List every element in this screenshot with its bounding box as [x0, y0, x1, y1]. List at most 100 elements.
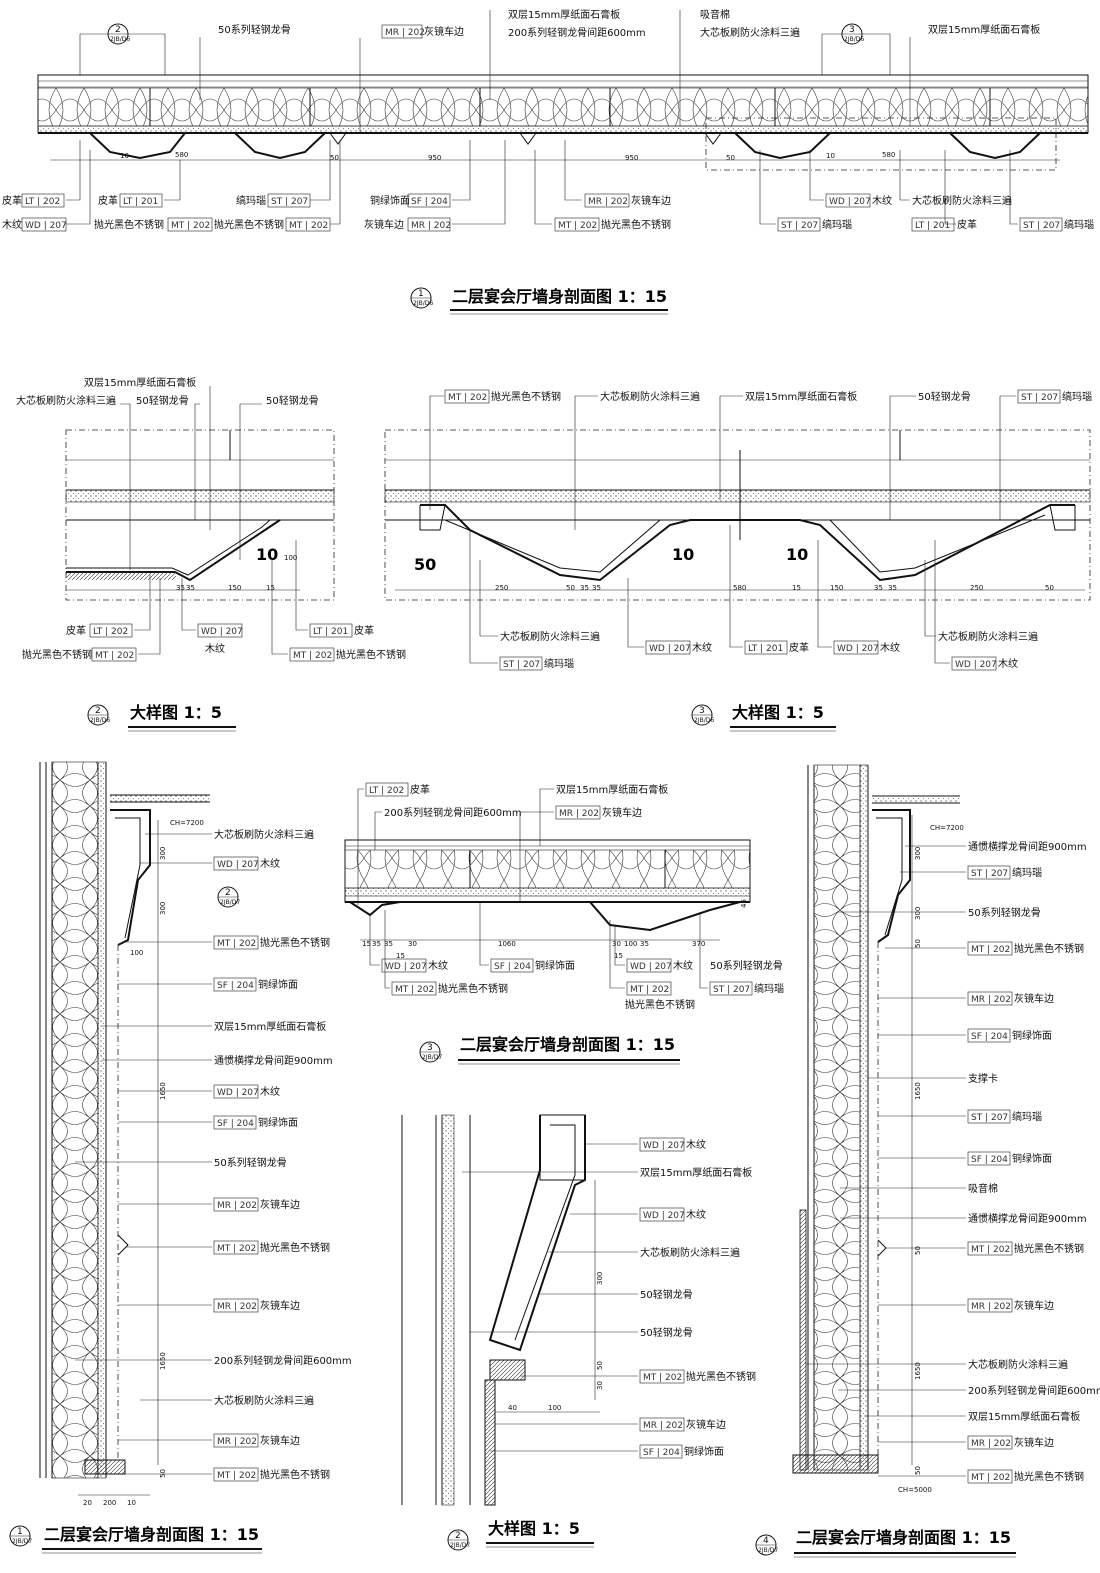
material-tag: WD | 207	[833, 640, 879, 655]
svg-text:35: 35	[640, 940, 649, 948]
svg-text:35: 35	[580, 584, 589, 592]
svg-text:150: 150	[830, 584, 843, 592]
page-title: 二层宴会厅墙身剖面图 1：15	[452, 287, 667, 306]
svg-text:2: 2	[225, 888, 231, 898]
svg-text:50系列轻钢龙骨: 50系列轻钢龙骨	[710, 959, 783, 972]
page-title: 大样图 1：5	[488, 1519, 580, 1538]
svg-text:MT | 202: MT | 202	[558, 221, 597, 231]
svg-text:MR | 202: MR | 202	[411, 221, 451, 231]
material-tag: ST | 207	[967, 1109, 1011, 1124]
svg-text:1650: 1650	[914, 1082, 922, 1100]
svg-text:铜绿饰面: 铜绿饰面	[535, 959, 575, 972]
material-tag: MR | 202	[967, 1435, 1013, 1450]
material-tag: MR | 202	[213, 1197, 259, 1212]
svg-text:50: 50	[914, 939, 922, 948]
svg-text:MT | 202: MT | 202	[171, 221, 210, 231]
svg-text:MT | 202: MT | 202	[395, 985, 434, 995]
svg-text:MR | 202: MR | 202	[971, 1302, 1011, 1312]
material-tag: MT | 202	[213, 935, 259, 950]
svg-text:ST | 207: ST | 207	[971, 869, 1008, 879]
svg-text:铜绿饰面: 铜绿饰面	[684, 1445, 724, 1458]
diagram-title: 2 2JB/D6 大样图 1：5	[87, 703, 236, 732]
svg-text:木纹: 木纹	[686, 1208, 706, 1221]
label: 50系列轻钢龙骨	[218, 23, 291, 36]
svg-text:铜绿饰面: 铜绿饰面	[1012, 1029, 1052, 1042]
svg-text:250: 250	[970, 584, 983, 592]
svg-text:缟玛瑙: 缟玛瑙	[822, 218, 852, 231]
svg-text:4: 4	[763, 1536, 769, 1546]
svg-text:3: 3	[427, 1043, 433, 1053]
svg-text:2JB/D7: 2JB/D7	[758, 1547, 778, 1554]
svg-text:MR | 202: MR | 202	[643, 1421, 683, 1431]
svg-text:LT | 201: LT | 201	[915, 221, 950, 231]
page-title: 二层宴会厅墙身剖面图 1：15	[460, 1035, 675, 1054]
svg-text:250: 250	[495, 584, 508, 592]
svg-text:50: 50	[566, 584, 575, 592]
svg-text:SF | 204: SF | 204	[217, 981, 254, 991]
svg-text:300: 300	[596, 1272, 604, 1285]
svg-text:MR | 202: MR | 202	[971, 995, 1011, 1005]
svg-text:木纹: 木纹	[872, 194, 892, 207]
svg-text:35: 35	[372, 940, 381, 948]
material-tag: SF | 204	[213, 1115, 257, 1130]
svg-text:2JB/D7: 2JB/D7	[12, 1538, 32, 1545]
svg-text:370: 370	[692, 940, 705, 948]
svg-text:MT | 202: MT | 202	[217, 1471, 256, 1481]
svg-text:皮革: 皮革	[354, 624, 374, 637]
svg-text:1060: 1060	[498, 940, 516, 948]
svg-text:30: 30	[408, 940, 417, 948]
svg-text:抛光黑色不锈钢: 抛光黑色不锈钢	[260, 936, 330, 949]
diagram-title: 4 2JB/D7 二层宴会厅墙身剖面图 1：15	[755, 1528, 1016, 1558]
material-tag: WD | 207	[381, 958, 427, 973]
label: 吸音棉	[700, 8, 730, 21]
svg-text:MT | 202: MT | 202	[293, 651, 332, 661]
svg-text:35: 35	[176, 584, 185, 592]
svg-text:木纹: 木纹	[428, 959, 448, 972]
svg-text:580: 580	[733, 584, 746, 592]
material-tag: ST | 207	[967, 865, 1011, 880]
svg-text:50轻钢龙骨: 50轻钢龙骨	[640, 1326, 693, 1339]
material-tag: MR | 202	[407, 217, 451, 232]
svg-text:50: 50	[596, 1361, 604, 1370]
svg-text:1650: 1650	[914, 1362, 922, 1380]
material-tag: WD | 207	[951, 656, 997, 671]
svg-text:灰镜车边: 灰镜车边	[1014, 1436, 1054, 1449]
svg-text:灰镜车边: 灰镜车边	[1014, 1299, 1054, 1312]
material-tag: MT | 202	[285, 217, 331, 232]
svg-text:15: 15	[792, 584, 801, 592]
svg-text:抛光黑色不锈钢: 抛光黑色不锈钢	[1014, 942, 1084, 955]
svg-text:200系列轻钢龙骨间距600mm: 200系列轻钢龙骨间距600mm	[384, 806, 522, 819]
svg-text:铜绿饰面: 铜绿饰面	[258, 1116, 298, 1129]
svg-text:35: 35	[888, 584, 897, 592]
svg-text:2JB/D7: 2JB/D7	[220, 899, 240, 906]
material-tag: MT | 202	[391, 981, 437, 996]
svg-text:2JB/D6: 2JB/D6	[844, 36, 864, 43]
svg-text:灰镜车边: 灰镜车边	[364, 218, 404, 231]
svg-text:SF | 204: SF | 204	[643, 1448, 680, 1458]
svg-text:10: 10	[256, 545, 278, 564]
svg-text:抛光黑色不锈钢: 抛光黑色不锈钢	[260, 1468, 330, 1481]
svg-text:LT | 201: LT | 201	[123, 197, 158, 207]
material-tag: LT | 202	[365, 782, 409, 797]
svg-text:15: 15	[362, 940, 371, 948]
diagram-3-detail: 250 50 35 35 580 15 150 35 35 250 50 10 …	[384, 389, 1092, 732]
material-tag: WD | 207	[213, 1084, 259, 1099]
material-tag: ST | 207	[267, 193, 311, 208]
svg-text:200系列轻钢龙骨间距600mm: 200系列轻钢龙骨间距600mm	[214, 1354, 352, 1367]
svg-text:大芯板刷防火涂料三遍: 大芯板刷防火涂料三遍	[16, 394, 116, 407]
material-tag: SF | 204	[967, 1151, 1011, 1166]
svg-text:大芯板刷防火涂料三遍: 大芯板刷防火涂料三遍	[912, 194, 1012, 207]
svg-text:WD | 207: WD | 207	[643, 1141, 685, 1151]
svg-text:木纹: 木纹	[2, 218, 22, 231]
material-tag: ST | 207	[777, 217, 821, 232]
svg-text:40: 40	[508, 1404, 517, 1412]
svg-text:3: 3	[849, 25, 855, 35]
svg-text:抛光黑色不锈钢: 抛光黑色不锈钢	[22, 648, 92, 661]
svg-text:灰镜车边: 灰镜车边	[686, 1418, 726, 1431]
material-tag: MR | 202	[967, 991, 1013, 1006]
svg-text:缟玛瑙: 缟玛瑙	[544, 657, 574, 670]
diagram-1-top-labels: 50系列轻钢龙骨 MR | 202 灰镜车边 双层15mm厚纸面石膏板 200系…	[199, 8, 1040, 133]
svg-text:MR | 202: MR | 202	[385, 28, 425, 38]
svg-text:皮革: 皮革	[957, 218, 977, 231]
material-tag: MR | 202	[381, 24, 425, 39]
